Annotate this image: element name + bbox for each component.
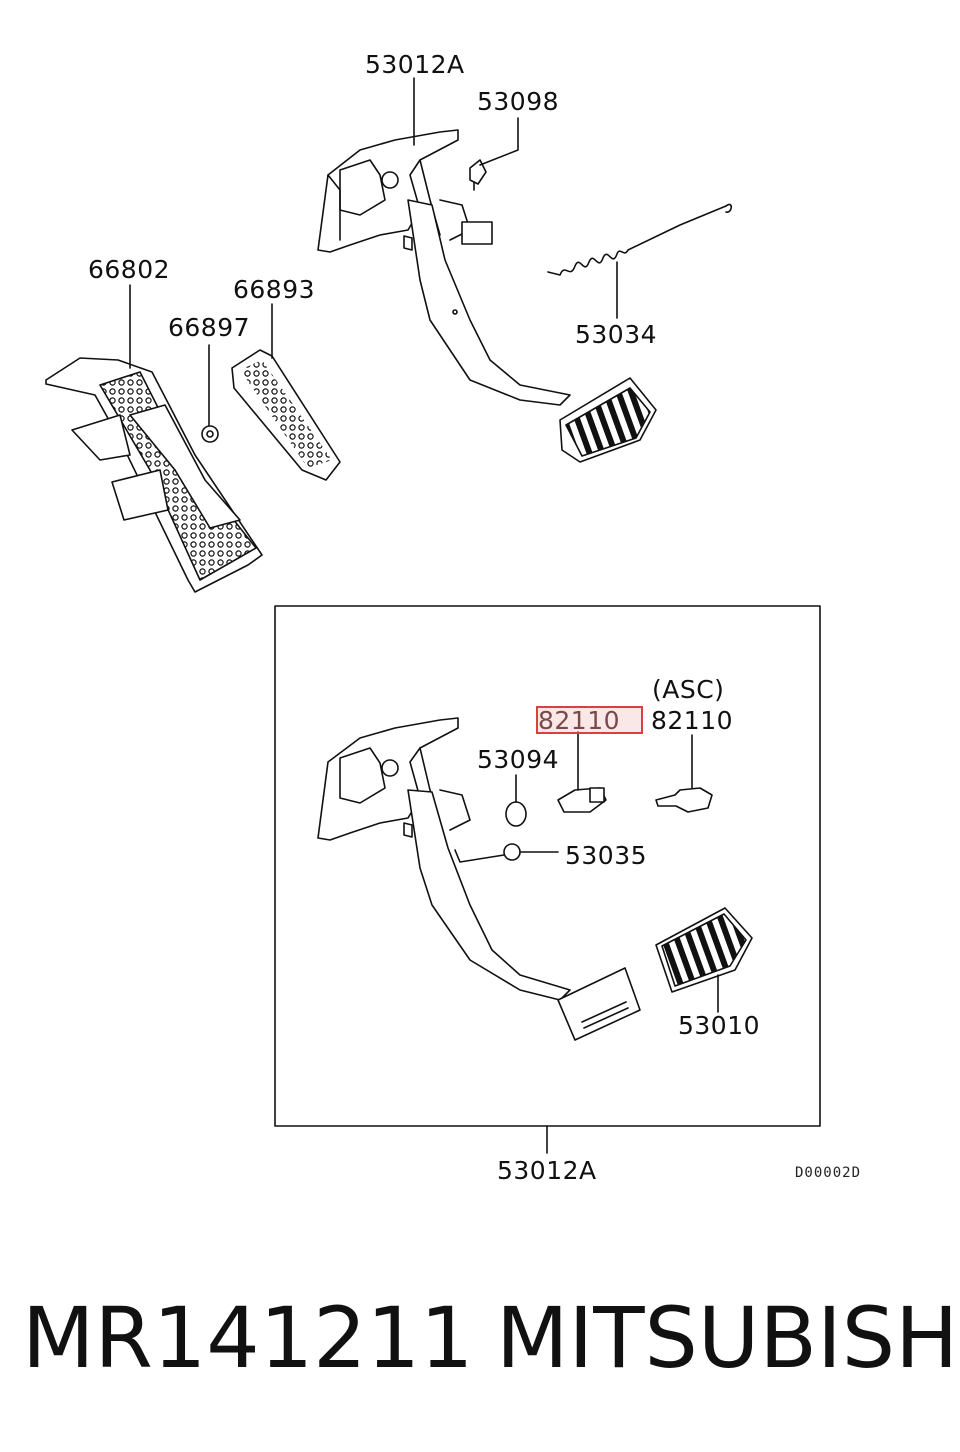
diagram-code: D00002D — [795, 1165, 862, 1181]
label-53034: 53034 — [575, 320, 658, 349]
highlight-box — [536, 706, 643, 734]
label-asc: (ASC) — [652, 675, 725, 704]
brake-pedal-pad-53010 — [655, 907, 753, 1013]
label-53012a-bottom: 53012A — [497, 1156, 597, 1185]
label-53094: 53094 — [477, 745, 560, 774]
brake-pedal-assembly-top — [317, 129, 657, 463]
stop-lamp-switch-82110-asc — [655, 734, 713, 813]
spring-53034 — [547, 203, 733, 319]
accelerator-pedal-66802 — [45, 357, 263, 593]
label-66893: 66893 — [233, 275, 316, 304]
detail-frame — [274, 605, 821, 1127]
brand-name: MITSUBISHI — [496, 1289, 960, 1387]
label-66802: 66802 — [88, 255, 171, 284]
label-53010: 53010 — [678, 1011, 761, 1040]
label-66897: 66897 — [168, 313, 251, 342]
brake-pedal-assembly-bottom — [317, 717, 641, 1041]
stop-lamp-switch-82110 — [557, 731, 607, 813]
label-82110-asc: 82110 — [651, 706, 734, 735]
label-82110-highlighted[interactable]: 82110 — [538, 706, 621, 735]
label-53098: 53098 — [477, 87, 560, 116]
stopper-53094 — [505, 774, 527, 827]
nut-66897 — [201, 344, 219, 443]
label-53012a-top: 53012A — [365, 50, 465, 79]
accelerator-pad-66893 — [231, 349, 341, 481]
part-number: MR141211 — [22, 1289, 474, 1387]
bushing-53035 — [454, 843, 559, 863]
label-53035: 53035 — [565, 841, 648, 870]
bolt-53098 — [469, 117, 519, 191]
